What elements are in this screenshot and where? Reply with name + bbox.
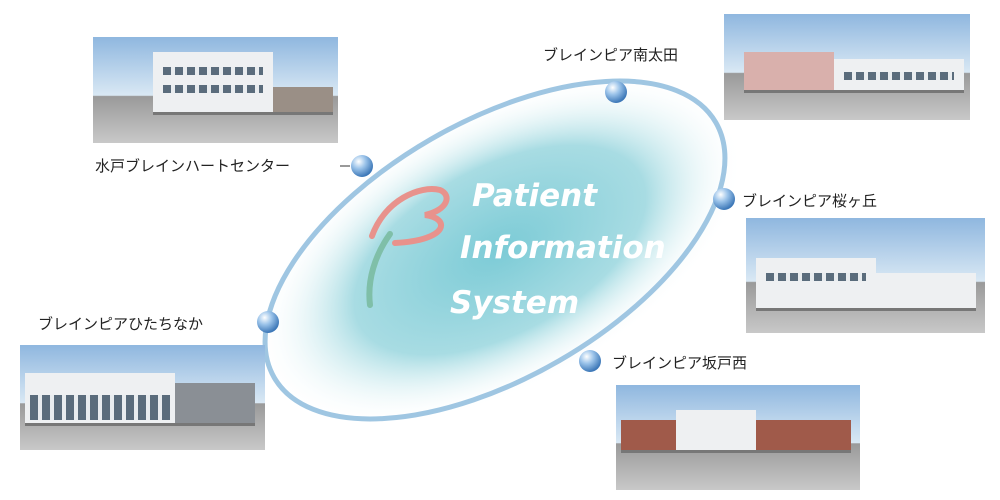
photo-sakuragaoka bbox=[746, 218, 985, 333]
node-minamiota bbox=[605, 81, 627, 103]
facility-label-minamiota: ブレインピア南太田 bbox=[543, 46, 679, 64]
photo-mito bbox=[93, 37, 338, 143]
background-glow bbox=[257, 75, 743, 425]
node-hitachinaka bbox=[257, 311, 279, 333]
network-ring bbox=[262, 78, 728, 422]
logo-red-stroke bbox=[369, 186, 450, 246]
photo-hitachinaka bbox=[20, 345, 265, 450]
facility-label-hitachinaka: ブレインピアひたちなか bbox=[38, 315, 204, 333]
node-mito bbox=[351, 155, 373, 177]
facility-label-sakuragaoka: ブレインピア桜ヶ丘 bbox=[742, 192, 878, 210]
logo-green-stroke bbox=[366, 231, 393, 308]
title-line-1: Patient bbox=[472, 178, 598, 214]
facility-label-mito: 水戸ブレインハートセンター bbox=[95, 157, 291, 175]
photo-minamiota bbox=[724, 14, 970, 120]
photo-sakadonishi bbox=[616, 385, 860, 490]
facility-label-sakadonishi: ブレインピア坂戸西 bbox=[612, 354, 748, 372]
title-line-3: System bbox=[450, 285, 580, 321]
title-line-2: Information bbox=[460, 230, 666, 266]
node-sakadonishi bbox=[579, 350, 601, 372]
node-sakuragaoka bbox=[713, 188, 735, 210]
